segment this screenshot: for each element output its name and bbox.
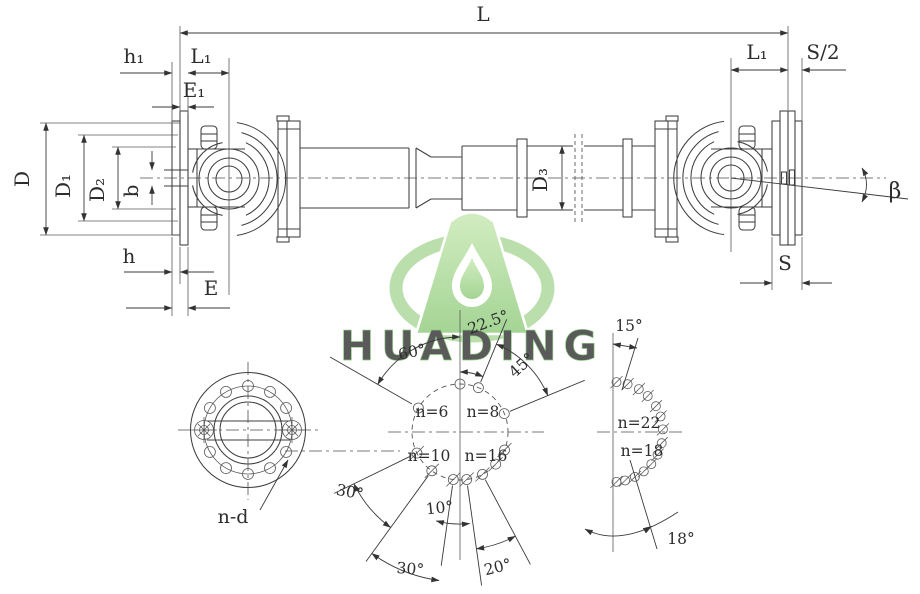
dim-label-L: L	[476, 2, 489, 26]
flange-bolt-left	[191, 417, 217, 443]
quadrant-label-n6: n=6	[416, 403, 449, 421]
angle-label-30-bottom: 30°	[396, 559, 425, 579]
right-bearing-outer	[700, 147, 762, 209]
dim-label-S: S	[778, 251, 792, 275]
shaft-tube	[300, 134, 655, 222]
arc-label-n22: n=22	[618, 414, 661, 432]
dim-label-E1: E₁	[183, 78, 206, 102]
quadrant-label-n10: n=10	[408, 447, 451, 465]
pattern-holes	[409, 378, 512, 487]
arc-label-n18: n=18	[621, 442, 664, 460]
angle-label-15: 15°	[615, 317, 642, 335]
dim-label-D: D	[10, 171, 34, 187]
dim-label-h1: h₁	[124, 44, 145, 68]
quadrant-label-n8: n=8	[467, 403, 500, 421]
arc-arrowhead	[642, 526, 652, 534]
dim-label-beta: β	[889, 179, 902, 204]
logo-droplet	[460, 258, 484, 299]
dim-label-L1-right: L₁	[746, 40, 767, 64]
angle-label-20: 20°	[482, 555, 513, 579]
dim-label-D1: D₁	[51, 174, 75, 198]
deflection-angle	[730, 167, 909, 203]
bolt-callout-label: n-d	[218, 506, 249, 528]
dim-label-S-half: S/2	[806, 40, 839, 64]
dim-label-L1-left: L₁	[190, 44, 211, 68]
left-bearing-outer	[198, 148, 260, 210]
flange-bolt-right	[279, 417, 305, 443]
quadrant-label-n16: n=16	[465, 447, 508, 465]
angle-label-18: 18°	[667, 530, 694, 548]
left-universal-joint	[192, 122, 287, 236]
dim-label-h: h	[123, 244, 136, 268]
dimensions: L h₁ L₁ E₁ L₁ S/2 D D₁ D₂	[10, 2, 901, 316]
dim-label-D2: D₂	[85, 178, 109, 202]
left-flange-disc	[276, 115, 301, 243]
flange-front-view: n-d	[178, 362, 400, 528]
dim-label-D3: D₃	[528, 168, 552, 192]
angle-label-10: 10°	[425, 498, 454, 519]
bolt-pattern-view: n=6 n=8 n=10 n=16 22.5° 60° 45° 30° 10° …	[329, 307, 585, 586]
right-companion-flange	[761, 110, 803, 246]
bolt-arc-view: n=22 n=18 15° 18°	[584, 317, 695, 552]
flange-bolt-holes	[203, 380, 293, 480]
huading-logo: HUADING	[339, 211, 598, 370]
angle-label-30-left: 30°	[335, 481, 365, 503]
right-flange-disc	[654, 115, 679, 243]
shaft-assembly-view	[140, 58, 909, 295]
right-universal-joint	[673, 120, 768, 236]
pattern-angle-arcs	[353, 334, 549, 583]
bolt-callout-leader	[259, 459, 289, 511]
dim-label-E: E	[204, 276, 219, 300]
angle-label-60: 60°	[397, 340, 428, 363]
dim-label-b: b	[119, 185, 143, 198]
